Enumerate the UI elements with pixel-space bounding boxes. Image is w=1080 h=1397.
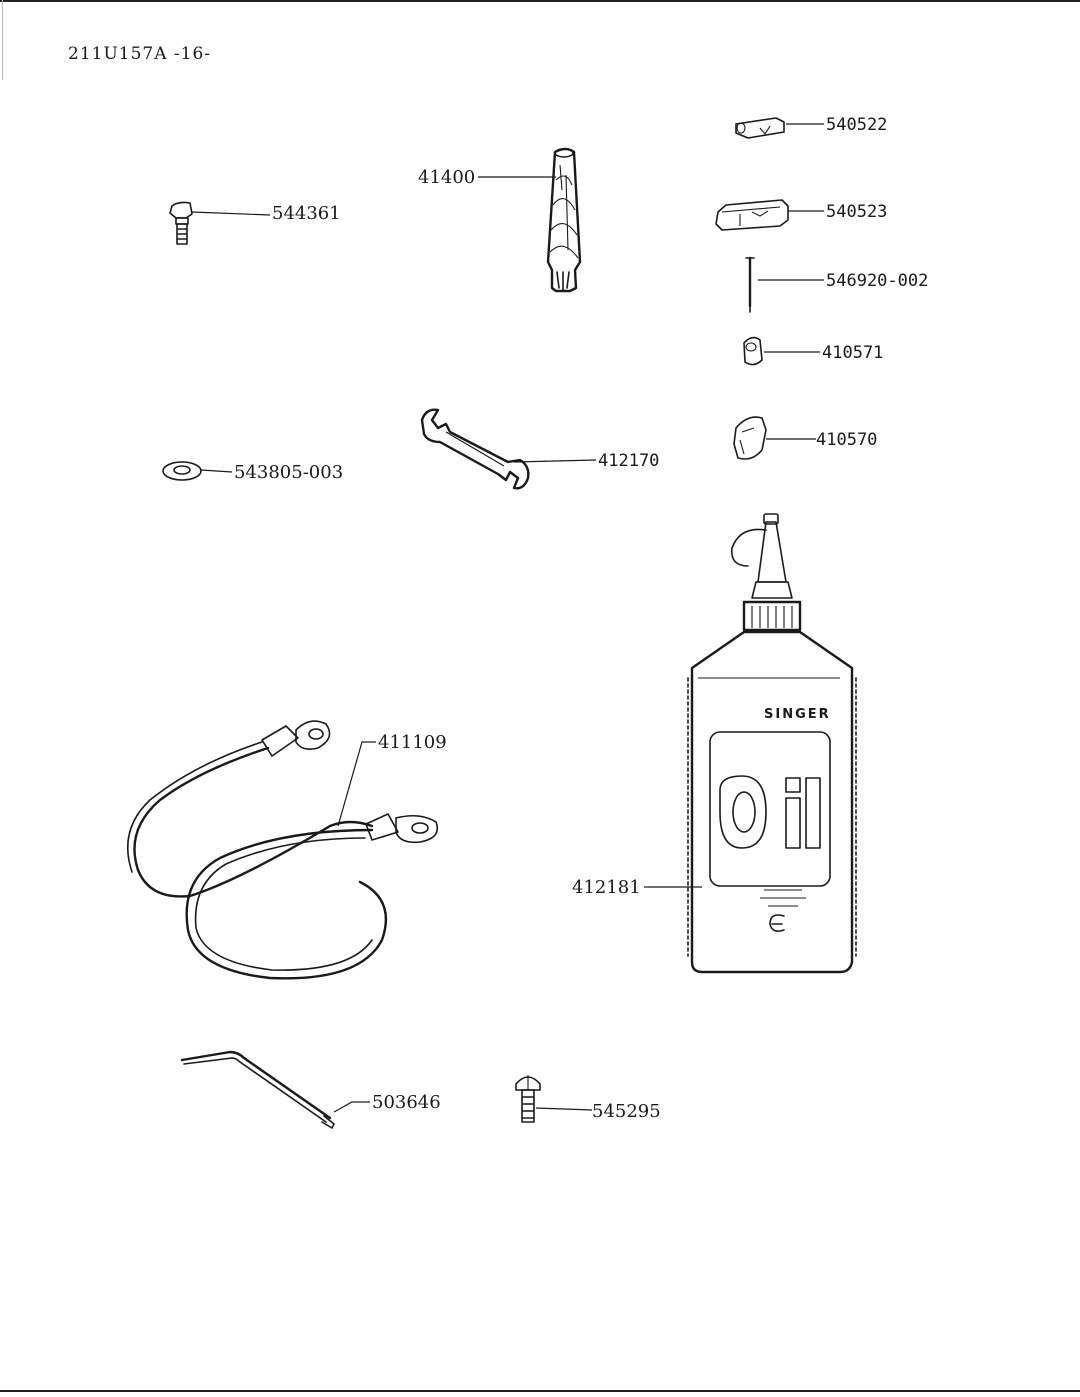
part-412170: 412170 bbox=[420, 408, 659, 490]
clip-detail bbox=[739, 427, 755, 455]
cable-strand-lower-edge bbox=[194, 837, 373, 971]
cable-lug-1 bbox=[295, 720, 331, 750]
oil-label-panel bbox=[709, 731, 831, 887]
label-41400: 41400 bbox=[418, 167, 475, 188]
leader-543805 bbox=[200, 469, 233, 473]
label-546920-002: 546920-002 bbox=[826, 271, 928, 291]
part-410570: 410570 bbox=[733, 416, 877, 460]
cylinder-outline bbox=[743, 336, 763, 366]
handle-grain bbox=[549, 164, 579, 259]
leader-412170 bbox=[513, 459, 597, 463]
screw-head bbox=[515, 1076, 541, 1091]
label-540523: 540523 bbox=[826, 202, 887, 222]
cable-sleeve-2 bbox=[365, 813, 399, 841]
oil-logo-o-inner bbox=[732, 791, 756, 833]
part-412181: SINGER 412181 bbox=[572, 513, 857, 974]
part-41400: 41400 bbox=[418, 147, 582, 293]
oil-bottle-grip-edges bbox=[687, 677, 857, 957]
cable-strand-upper-edge bbox=[126, 741, 263, 873]
hexkey-tip bbox=[321, 1115, 335, 1129]
label-540522: 540522 bbox=[826, 115, 887, 135]
oil-logo-i-stem bbox=[785, 797, 801, 849]
clip-outline bbox=[733, 416, 767, 460]
label-543805-003: 543805-003 bbox=[234, 462, 343, 483]
top-border bbox=[0, 0, 1080, 2]
cable-lug-2 bbox=[395, 814, 439, 844]
label-411109: 411109 bbox=[378, 732, 447, 753]
handle-outline bbox=[546, 147, 582, 293]
label-545295: 545295 bbox=[592, 1101, 661, 1122]
oil-logo-l bbox=[805, 777, 821, 849]
oil-logo-mark bbox=[769, 914, 785, 932]
part-411109: 411109 bbox=[126, 720, 447, 980]
block-detail bbox=[721, 206, 781, 226]
wrench-outline bbox=[420, 408, 530, 490]
part-545295: 545295 bbox=[515, 1075, 661, 1123]
wrench-body-line bbox=[445, 431, 505, 467]
screw-thread bbox=[521, 1089, 535, 1123]
handle-ferrule bbox=[556, 271, 570, 291]
hexkey-outer bbox=[180, 1050, 332, 1120]
part-503646: 503646 bbox=[180, 1050, 441, 1129]
cable-strand-lower bbox=[185, 828, 387, 980]
part-544361: 544361 bbox=[169, 201, 341, 245]
oil-brand-label: SINGER bbox=[764, 707, 831, 722]
oil-collar bbox=[751, 581, 793, 599]
thumbscrew-neck bbox=[175, 217, 189, 225]
part-546920-002: 546920-002 bbox=[745, 256, 928, 313]
part-540522: 540522 bbox=[735, 115, 887, 139]
leader-545295 bbox=[535, 1107, 593, 1111]
leader-503646 bbox=[333, 1101, 370, 1113]
cylinder-hole bbox=[745, 342, 757, 352]
handle-top bbox=[554, 148, 574, 158]
oil-cap bbox=[742, 600, 802, 632]
label-412181: 412181 bbox=[572, 877, 641, 898]
label-410570: 410570 bbox=[816, 430, 877, 450]
oil-label-lines bbox=[760, 889, 806, 907]
leader-411109 bbox=[337, 741, 376, 827]
oil-cap-strap bbox=[731, 528, 767, 567]
page-header: 211U157A -16- bbox=[68, 44, 212, 64]
key-pin-drawing bbox=[735, 117, 785, 139]
cable-lug-hole-2 bbox=[411, 822, 429, 834]
bottom-border bbox=[0, 1390, 1080, 1392]
key-pin-notch bbox=[759, 125, 771, 135]
washer-inner bbox=[173, 465, 191, 475]
washer-outer bbox=[162, 461, 202, 481]
part-410571: 410571 bbox=[743, 336, 883, 366]
cable-lug-hole-1 bbox=[308, 728, 324, 740]
hexkey-inner bbox=[183, 1057, 327, 1123]
oil-logo-o bbox=[719, 775, 767, 849]
thumbscrew-head bbox=[169, 201, 193, 219]
oil-spout-tip bbox=[763, 513, 779, 525]
cable-sleeve-1 bbox=[261, 725, 299, 757]
block-outline bbox=[715, 199, 789, 231]
part-543805-003: 543805-003 bbox=[162, 461, 343, 483]
left-margin-mark bbox=[2, 0, 3, 80]
key-pin-end bbox=[736, 122, 746, 134]
part-540523: 540523 bbox=[715, 199, 887, 231]
label-412170: 412170 bbox=[598, 451, 659, 471]
oil-bottle-body bbox=[690, 630, 854, 974]
cable-strand-upper bbox=[133, 746, 374, 898]
oil-spout bbox=[757, 521, 787, 583]
leader-544361 bbox=[191, 211, 271, 216]
oil-logo-i-dot bbox=[785, 777, 801, 793]
thumbscrew-thread bbox=[176, 223, 188, 245]
label-544361: 544361 bbox=[272, 203, 341, 224]
oil-cap-ribs bbox=[751, 606, 793, 628]
label-410571: 410571 bbox=[822, 343, 883, 363]
label-503646: 503646 bbox=[372, 1092, 441, 1113]
